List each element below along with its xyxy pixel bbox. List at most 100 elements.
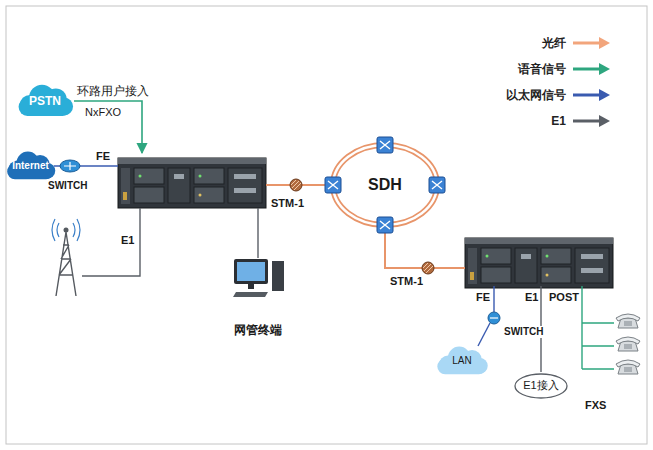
port-name: FE xyxy=(475,291,491,304)
port-name: FXS xyxy=(584,399,607,412)
router-icon xyxy=(60,160,80,172)
switch-icon-part xyxy=(488,312,500,324)
node-label: PSTN xyxy=(29,94,61,108)
cloud-shape xyxy=(437,347,487,375)
telephone-sets-part xyxy=(616,360,640,374)
fiber-ring xyxy=(333,145,437,225)
legend-arrow-sample xyxy=(572,113,612,129)
fe-wire-right-part xyxy=(478,323,490,346)
legend-row: 以太网信号 xyxy=(506,88,566,102)
fe-wire-right-part xyxy=(493,286,494,312)
link-name: STM-1 xyxy=(389,275,424,288)
internet-cloud: Internet xyxy=(4,151,57,181)
fiber-ring-inner xyxy=(333,145,437,225)
keyboard xyxy=(233,292,268,297)
node-text-holder: 网管终端 xyxy=(234,323,282,337)
interface-note: 环路用户接入 xyxy=(76,85,150,99)
legend-arrow-sample xyxy=(572,35,612,51)
radio-tower xyxy=(52,219,80,296)
node-label: SDH xyxy=(368,175,402,194)
voice-wire xyxy=(74,101,142,153)
node-text-holder: LAN xyxy=(452,355,471,367)
device-name: SWITCH xyxy=(503,326,544,338)
legend-text: E1 xyxy=(551,114,566,128)
e1-access-oval: E1接入 xyxy=(514,373,568,399)
switch-icon xyxy=(488,312,500,324)
node-label: E1接入 xyxy=(523,379,558,392)
node-label: Internet xyxy=(12,160,49,172)
monitor xyxy=(234,259,268,284)
node-text-holder: E1接入 xyxy=(523,379,558,392)
lan-cloud: LAN xyxy=(434,346,490,376)
radio-tower-part xyxy=(52,219,80,241)
router-icon-part xyxy=(64,162,76,170)
fiber-wire-right-part xyxy=(422,262,434,274)
interface-note: NxFXO xyxy=(84,106,122,119)
frame xyxy=(6,6,647,444)
voice-wires-fxs-part xyxy=(582,286,614,369)
computer-icon xyxy=(233,259,284,297)
legend-arrow-sample xyxy=(572,61,612,77)
voice-wires-fxs xyxy=(582,286,614,369)
node-label: LAN xyxy=(452,355,471,367)
telephone-sets-part xyxy=(616,314,640,328)
legend-text: 以太网信号 xyxy=(506,88,566,102)
legend-text: 语音信号 xyxy=(518,62,566,76)
port-name: E1 xyxy=(524,291,539,304)
radio-tower-part xyxy=(64,228,69,233)
legend-text: 光纤 xyxy=(542,36,566,50)
port-name: POST xyxy=(548,291,580,304)
legend-arrow-shaft xyxy=(573,42,600,45)
management-wire xyxy=(258,208,259,258)
voice-wire-part xyxy=(74,101,142,153)
legend-row: 语音信号 xyxy=(518,62,566,76)
sdh-node-icon xyxy=(325,177,341,193)
legend-arrow-head xyxy=(599,89,610,101)
legend-arrow-sample xyxy=(572,87,612,103)
sdh-ring: SDH xyxy=(323,139,447,231)
telephone-sets-part xyxy=(616,337,640,351)
right-transmission-device-part xyxy=(465,238,613,288)
fiber-wire-right xyxy=(385,233,465,274)
port-name: E1 xyxy=(120,234,135,247)
monitor-stand xyxy=(248,284,254,289)
left-transmission-device xyxy=(118,158,266,208)
device-name: SWITCH xyxy=(47,180,88,192)
sdh-node-icon xyxy=(377,137,393,153)
pstn-cloud: PSTN xyxy=(15,84,75,118)
legend-arrow-head xyxy=(599,63,610,75)
legend-arrow-head xyxy=(599,115,610,127)
legend-arrow-shaft xyxy=(573,68,600,71)
node-label: 网管终端 xyxy=(234,323,282,337)
left-transmission-device-part xyxy=(118,158,266,208)
fiber-wire-left-part xyxy=(290,179,302,191)
sdh-node-icon xyxy=(429,177,445,193)
cloud-shape xyxy=(19,85,73,116)
legend-row: 光纤 xyxy=(542,36,566,50)
switch-icon-part xyxy=(490,317,498,318)
fiber-wire-left xyxy=(266,179,325,191)
oval-outline xyxy=(515,374,567,398)
e1-wire-left xyxy=(82,208,140,276)
port-name: FE xyxy=(95,150,111,163)
sdh-node-icon xyxy=(377,217,393,233)
router-icon-part xyxy=(60,160,80,172)
legend-arrow-head xyxy=(599,37,610,49)
legend-arrow-shaft xyxy=(573,120,600,123)
management-wire-part xyxy=(257,208,258,258)
radio-tower-part xyxy=(56,232,76,296)
link-name: STM-1 xyxy=(270,197,305,210)
pc-tower xyxy=(272,261,284,291)
cloud-shape xyxy=(7,152,55,180)
e1-wire-left-part xyxy=(82,208,140,276)
management-terminal: 网管终端 xyxy=(226,257,290,337)
node-text-holder: SDH xyxy=(368,175,402,194)
legend-row: E1 xyxy=(551,114,566,128)
node-text-holder: Internet xyxy=(12,160,49,172)
node-text-holder: PSTN xyxy=(29,94,61,108)
telephone-sets xyxy=(616,314,640,374)
legend-arrow-shaft xyxy=(573,94,600,97)
screen xyxy=(237,262,265,281)
right-transmission-device xyxy=(465,238,613,288)
